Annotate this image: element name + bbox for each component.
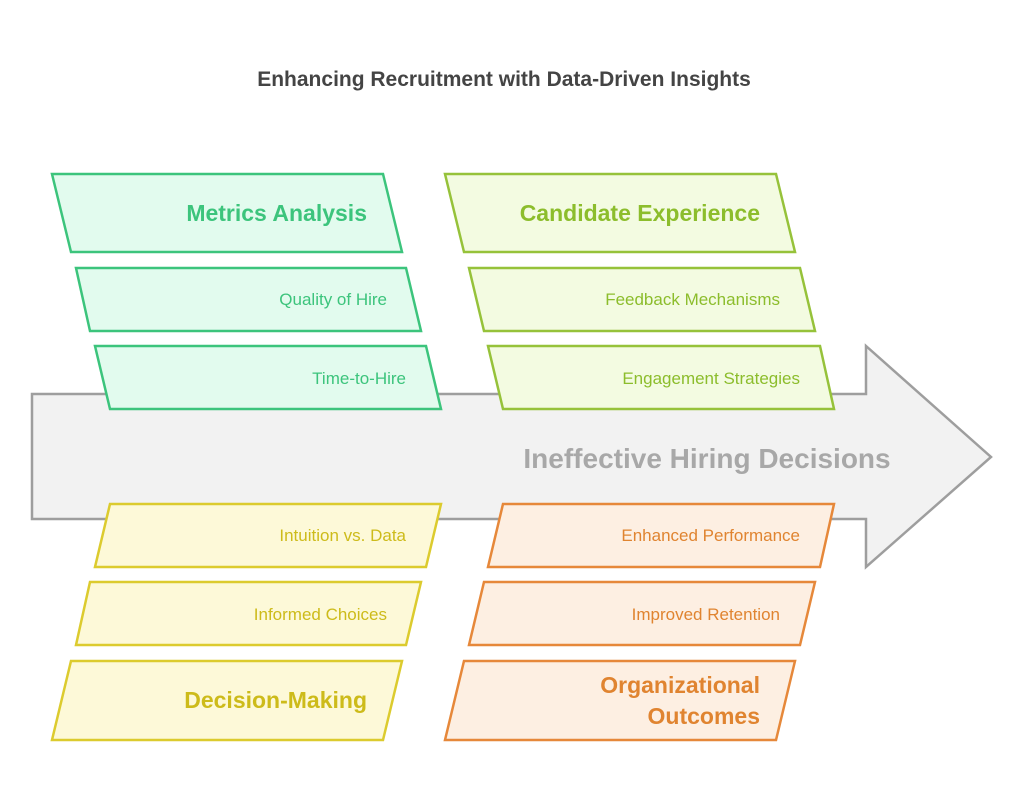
cause-label: Enhanced Performance (621, 526, 800, 545)
category-candidate-experience (443, 172, 836, 411)
category-title: Metrics Analysis (186, 200, 367, 226)
cause-box (486, 502, 836, 569)
cause-label: Improved Retention (632, 605, 780, 624)
cause-box (93, 502, 443, 569)
cause-box (93, 344, 443, 411)
category-box (50, 172, 404, 254)
category-title-line-1: Organizational (600, 672, 760, 698)
category-box (50, 659, 404, 742)
cause-label: Engagement Strategies (622, 369, 800, 388)
category-box (443, 172, 797, 254)
cause-label: Informed Choices (254, 605, 387, 624)
cause-label: Intuition vs. Data (279, 526, 406, 545)
cause-box (74, 580, 423, 647)
cause-box (486, 344, 836, 411)
category-decision-making (50, 502, 443, 742)
cause-box (467, 266, 817, 333)
diagram-title: Enhancing Recruitment with Data-Driven I… (257, 68, 751, 91)
cause-box (467, 580, 817, 647)
cause-label: Quality of Hire (279, 290, 387, 309)
category-box (443, 659, 797, 742)
category-organizational-outcomes (443, 502, 836, 742)
cause-box (74, 266, 423, 333)
category-metrics-analysis (50, 172, 443, 411)
category-title-line-2: Outcomes (648, 703, 760, 729)
category-title: Candidate Experience (520, 200, 760, 226)
cause-label: Time-to-Hire (312, 369, 406, 388)
effect-label: Ineffective Hiring Decisions (523, 443, 890, 474)
category-title: Decision-Making (184, 687, 367, 713)
cause-label: Feedback Mechanisms (605, 290, 780, 309)
